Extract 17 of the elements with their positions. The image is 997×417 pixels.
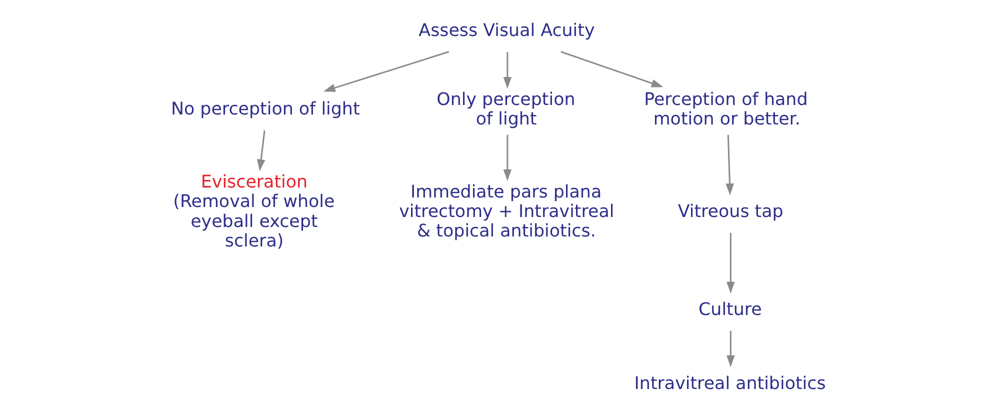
arrow [322, 51, 449, 92]
arrow [256, 130, 265, 172]
node-text: Perception of hand motion or better. [644, 90, 808, 130]
node-text: Vitreous tap [677, 202, 783, 222]
arrow [502, 52, 512, 89]
node-text: Intravitreal antibiotics [634, 374, 826, 394]
arrow [726, 232, 734, 294]
node-text: Culture [698, 300, 762, 320]
arrow [502, 134, 512, 182]
node-text: Only perception of light [436, 90, 575, 130]
node-text: No perception of light [170, 100, 360, 120]
arrow [725, 134, 734, 196]
node-text: Immediate pars plana vitrectomy + Intravitreal & topical antibiotics. [398, 182, 614, 242]
node-text: Assess Visual Acuity [418, 21, 594, 42]
arrow [560, 51, 663, 88]
arrow [726, 330, 734, 368]
node-text: Evisceration (Removal of whole eyeball except sclera) [172, 172, 334, 252]
